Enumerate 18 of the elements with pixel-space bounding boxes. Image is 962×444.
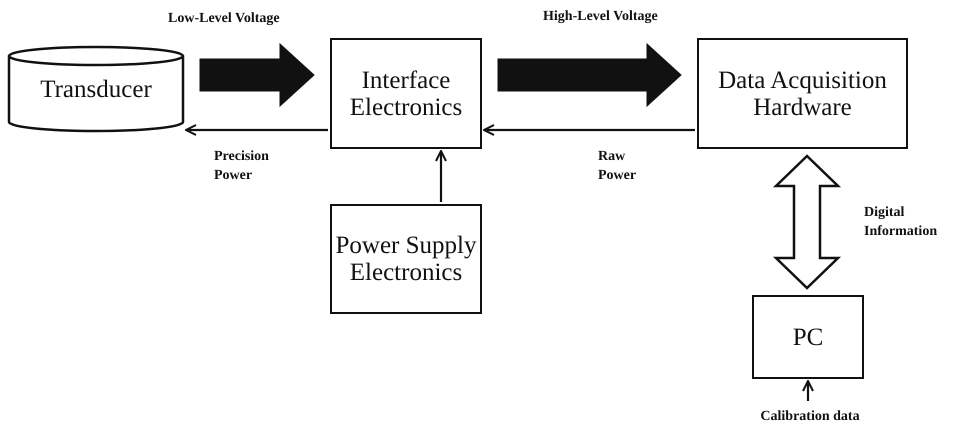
node-label: Power Supply Electronics bbox=[334, 232, 478, 286]
arrow bbox=[483, 124, 695, 136]
node-label: Transducer bbox=[40, 76, 152, 102]
input-label: Calibration data bbox=[760, 409, 860, 425]
block-arrow bbox=[200, 42, 315, 108]
double-block-arrow bbox=[772, 154, 842, 290]
node-label: Interface Electronics bbox=[348, 66, 464, 120]
arrow bbox=[802, 380, 814, 401]
node-label: Data Acquisition Hardware bbox=[717, 66, 888, 120]
cylinder-node bbox=[8, 47, 184, 131]
arrow bbox=[185, 124, 328, 136]
process-box bbox=[752, 295, 864, 379]
process-box bbox=[697, 38, 908, 149]
node-label: PC bbox=[792, 324, 824, 350]
arrow bbox=[435, 150, 447, 202]
process-box bbox=[330, 38, 482, 149]
process-box bbox=[330, 204, 482, 314]
block-arrow bbox=[498, 42, 682, 108]
